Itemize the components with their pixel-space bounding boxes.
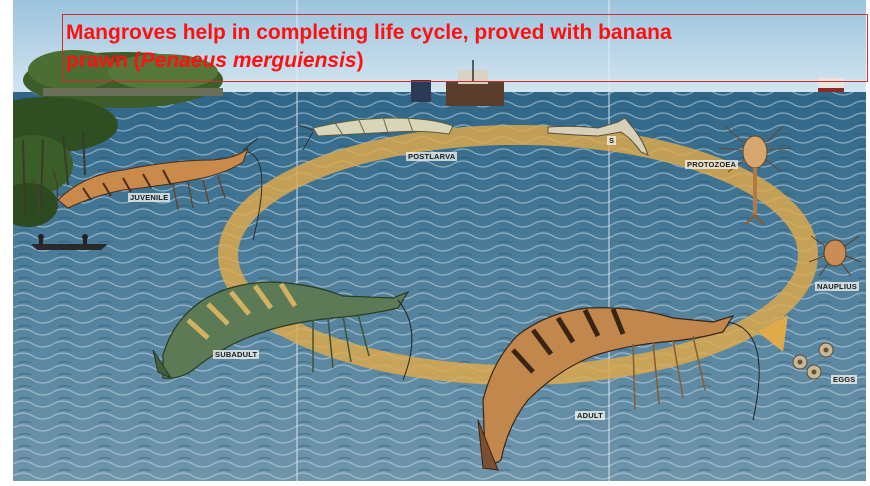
title-line-2-prefix: prawn ( [66,49,141,72]
adult-label: ADULT [575,411,605,420]
postlarva-label: POSTLARVA [406,152,457,161]
title-line-2-suffix: ) [357,49,364,72]
eggs-label: EGGS [831,375,857,384]
subadult-label: SUBADULT [213,350,259,359]
page-title: Mangroves help in completing life cycle,… [66,19,846,75]
mysis-label: S [607,136,616,145]
protozoea-label: PROTOZOEA [685,160,738,169]
species-name: Penaeus merguiensis [141,49,357,72]
juvenile-label: JUVENILE [128,193,170,202]
nauplius-label: NAUPLIUS [815,282,859,291]
title-line-1: Mangroves help in completing life cycle,… [66,21,672,44]
